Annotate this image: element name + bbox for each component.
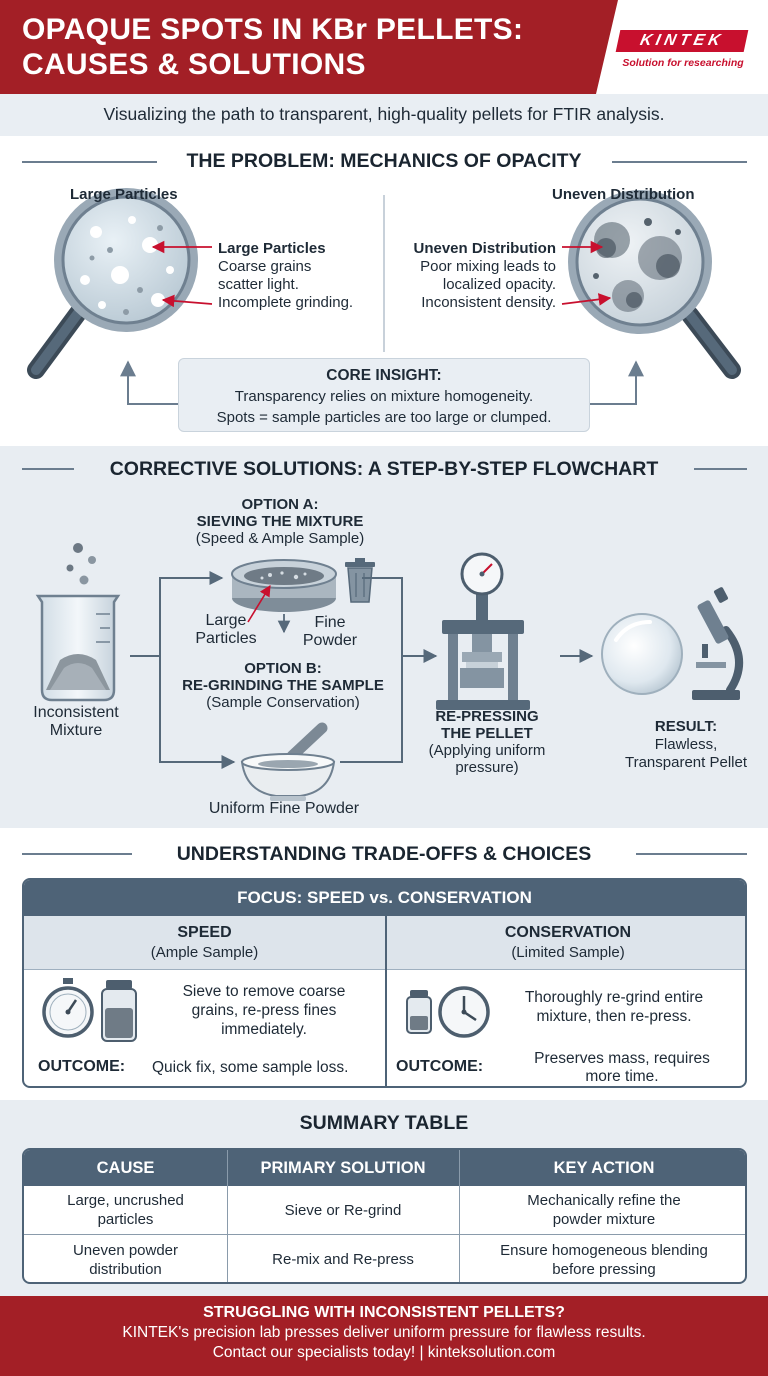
page-title: OPAQUE SPOTS IN KBr PELLETS: CAUSES & SO…: [22, 13, 524, 81]
page-subtitle: Visualizing the path to transparent, hig…: [103, 104, 665, 124]
pellet-press-icon: [436, 552, 530, 710]
flowchart-illustrations: [35, 543, 744, 801]
section-rule: [22, 853, 132, 855]
table-header-solution: PRIMARY SOLUTION: [227, 1150, 459, 1186]
conservation-outcome: Preserves mass, requires more time.: [534, 1050, 710, 1085]
stopwatch-icon: [42, 978, 94, 1038]
option-b-label: OPTION B: RE-GRINDING THE SAMPLE (Sample…: [182, 660, 384, 711]
section-rule: [612, 161, 747, 163]
option-a-label: OPTION A: SIEVING THE MIXTURE (Speed & A…: [195, 496, 365, 547]
table-cell: Re-mix and Re-press: [272, 1251, 414, 1268]
logo-tagline: Solution for researching: [622, 57, 744, 69]
trash-bin-icon: [345, 558, 375, 603]
large-particles-heading: Large Particles: [70, 186, 178, 203]
table-row: Large, uncrushed particles: [67, 1192, 184, 1228]
section-rule: [636, 853, 747, 855]
problem-section-title: THE PROBLEM: MECHANICS OF OPACITY: [186, 150, 582, 172]
large-particles-callout: Large Particles Coarse grains scatter li…: [218, 240, 354, 311]
header-banner: OPAQUE SPOTS IN KBr PELLETS: CAUSES & SO…: [0, 0, 768, 94]
uneven-distribution-heading: Uneven Distribution: [552, 186, 695, 203]
speed-outcome: Quick fix, some sample loss.: [152, 1059, 349, 1076]
subtitle-band: [0, 94, 768, 136]
mortar-pestle-icon: [240, 722, 336, 801]
flowchart-section-title: CORRECTIVE SOLUTIONS: A STEP-BY-STEP FLO…: [109, 458, 659, 480]
speed-outcome-label: OUTCOME:: [38, 1058, 126, 1075]
table-header-cause: CAUSE: [24, 1150, 227, 1186]
beaker-icon: [35, 543, 121, 702]
transparent-pellet-icon: [601, 613, 683, 695]
footer-contact-link[interactable]: Contact our specialists today! | kinteks…: [212, 1344, 556, 1361]
section-rule: [22, 161, 157, 163]
footer-text: KINTEK's precision lab presses deliver u…: [122, 1324, 646, 1341]
table-header-action: KEY ACTION: [459, 1150, 745, 1186]
speed-description: Sieve to remove coarse grains, re-press …: [182, 983, 346, 1038]
sample-vial-large-icon: [101, 980, 137, 1042]
footer-headline: STRUGGLING WITH INCONSISTENT PELLETS?: [203, 1304, 565, 1321]
tradeoff-icons: [42, 978, 490, 1042]
conservation-column-header: CONSERVATION (Limited Sample): [387, 916, 745, 970]
table-cell: Ensure homogeneous blending before press…: [500, 1241, 708, 1278]
speed-column-header: SPEED (Ample Sample): [24, 916, 385, 970]
problem-illustrations: [27, 188, 741, 405]
sample-vial-small-icon: [406, 990, 432, 1034]
inconsistent-mixture-label: Inconsistent Mixture: [33, 704, 119, 739]
conservation-outcome-label: OUTCOME:: [396, 1058, 484, 1075]
table-row: Uneven powder distribution: [72, 1241, 179, 1278]
section-rule: [694, 468, 747, 470]
section-rule: [22, 468, 74, 470]
panel-divider: [24, 969, 745, 970]
uniform-fine-powder-label: Uniform Fine Powder: [208, 800, 360, 817]
tradeoffs-panel: FOCUS: SPEED vs. CONSERVATION SPEED (Amp…: [22, 878, 747, 1088]
tradeoffs-section-title: UNDERSTANDING TRADE-OFFS & CHOICES: [176, 843, 592, 865]
tradeoffs-panel-title: FOCUS: SPEED vs. CONSERVATION: [24, 880, 745, 916]
summary-table: CAUSE PRIMARY SOLUTION KEY ACTION Large,…: [22, 1148, 747, 1284]
panel-divider: [385, 916, 387, 1086]
fine-powder-label: Fine Powder: [302, 614, 358, 649]
large-particles-label: Large Particles: [195, 612, 257, 647]
re-pressing-label: RE-PRESSING THE PELLET (Applying uniform…: [428, 708, 546, 776]
uneven-distribution-callout: Uneven Distribution Poor mixing leads to…: [413, 240, 556, 311]
kintek-logo[interactable]: KINTEK Solution for researching: [596, 0, 768, 94]
microscope-icon: [692, 587, 744, 700]
clock-icon: [438, 986, 490, 1038]
sieve-icon: [231, 559, 337, 612]
core-insight-box: CORE INSIGHT: Transparency relies on mix…: [178, 358, 590, 432]
core-insight-title: CORE INSIGHT:: [326, 367, 442, 384]
table-cell: Sieve or Re-grind: [284, 1201, 402, 1219]
summary-section-title: SUMMARY TABLE: [299, 1112, 469, 1134]
conservation-description: Thoroughly re-grind entire mixture, then…: [524, 989, 704, 1025]
result-label: RESULT: Flawless, Transparent Pellet: [624, 718, 747, 771]
footer-cta[interactable]: STRUGGLING WITH INCONSISTENT PELLETS? KI…: [0, 1296, 768, 1376]
table-cell: Mechanically refine the powder mixture: [527, 1192, 681, 1228]
